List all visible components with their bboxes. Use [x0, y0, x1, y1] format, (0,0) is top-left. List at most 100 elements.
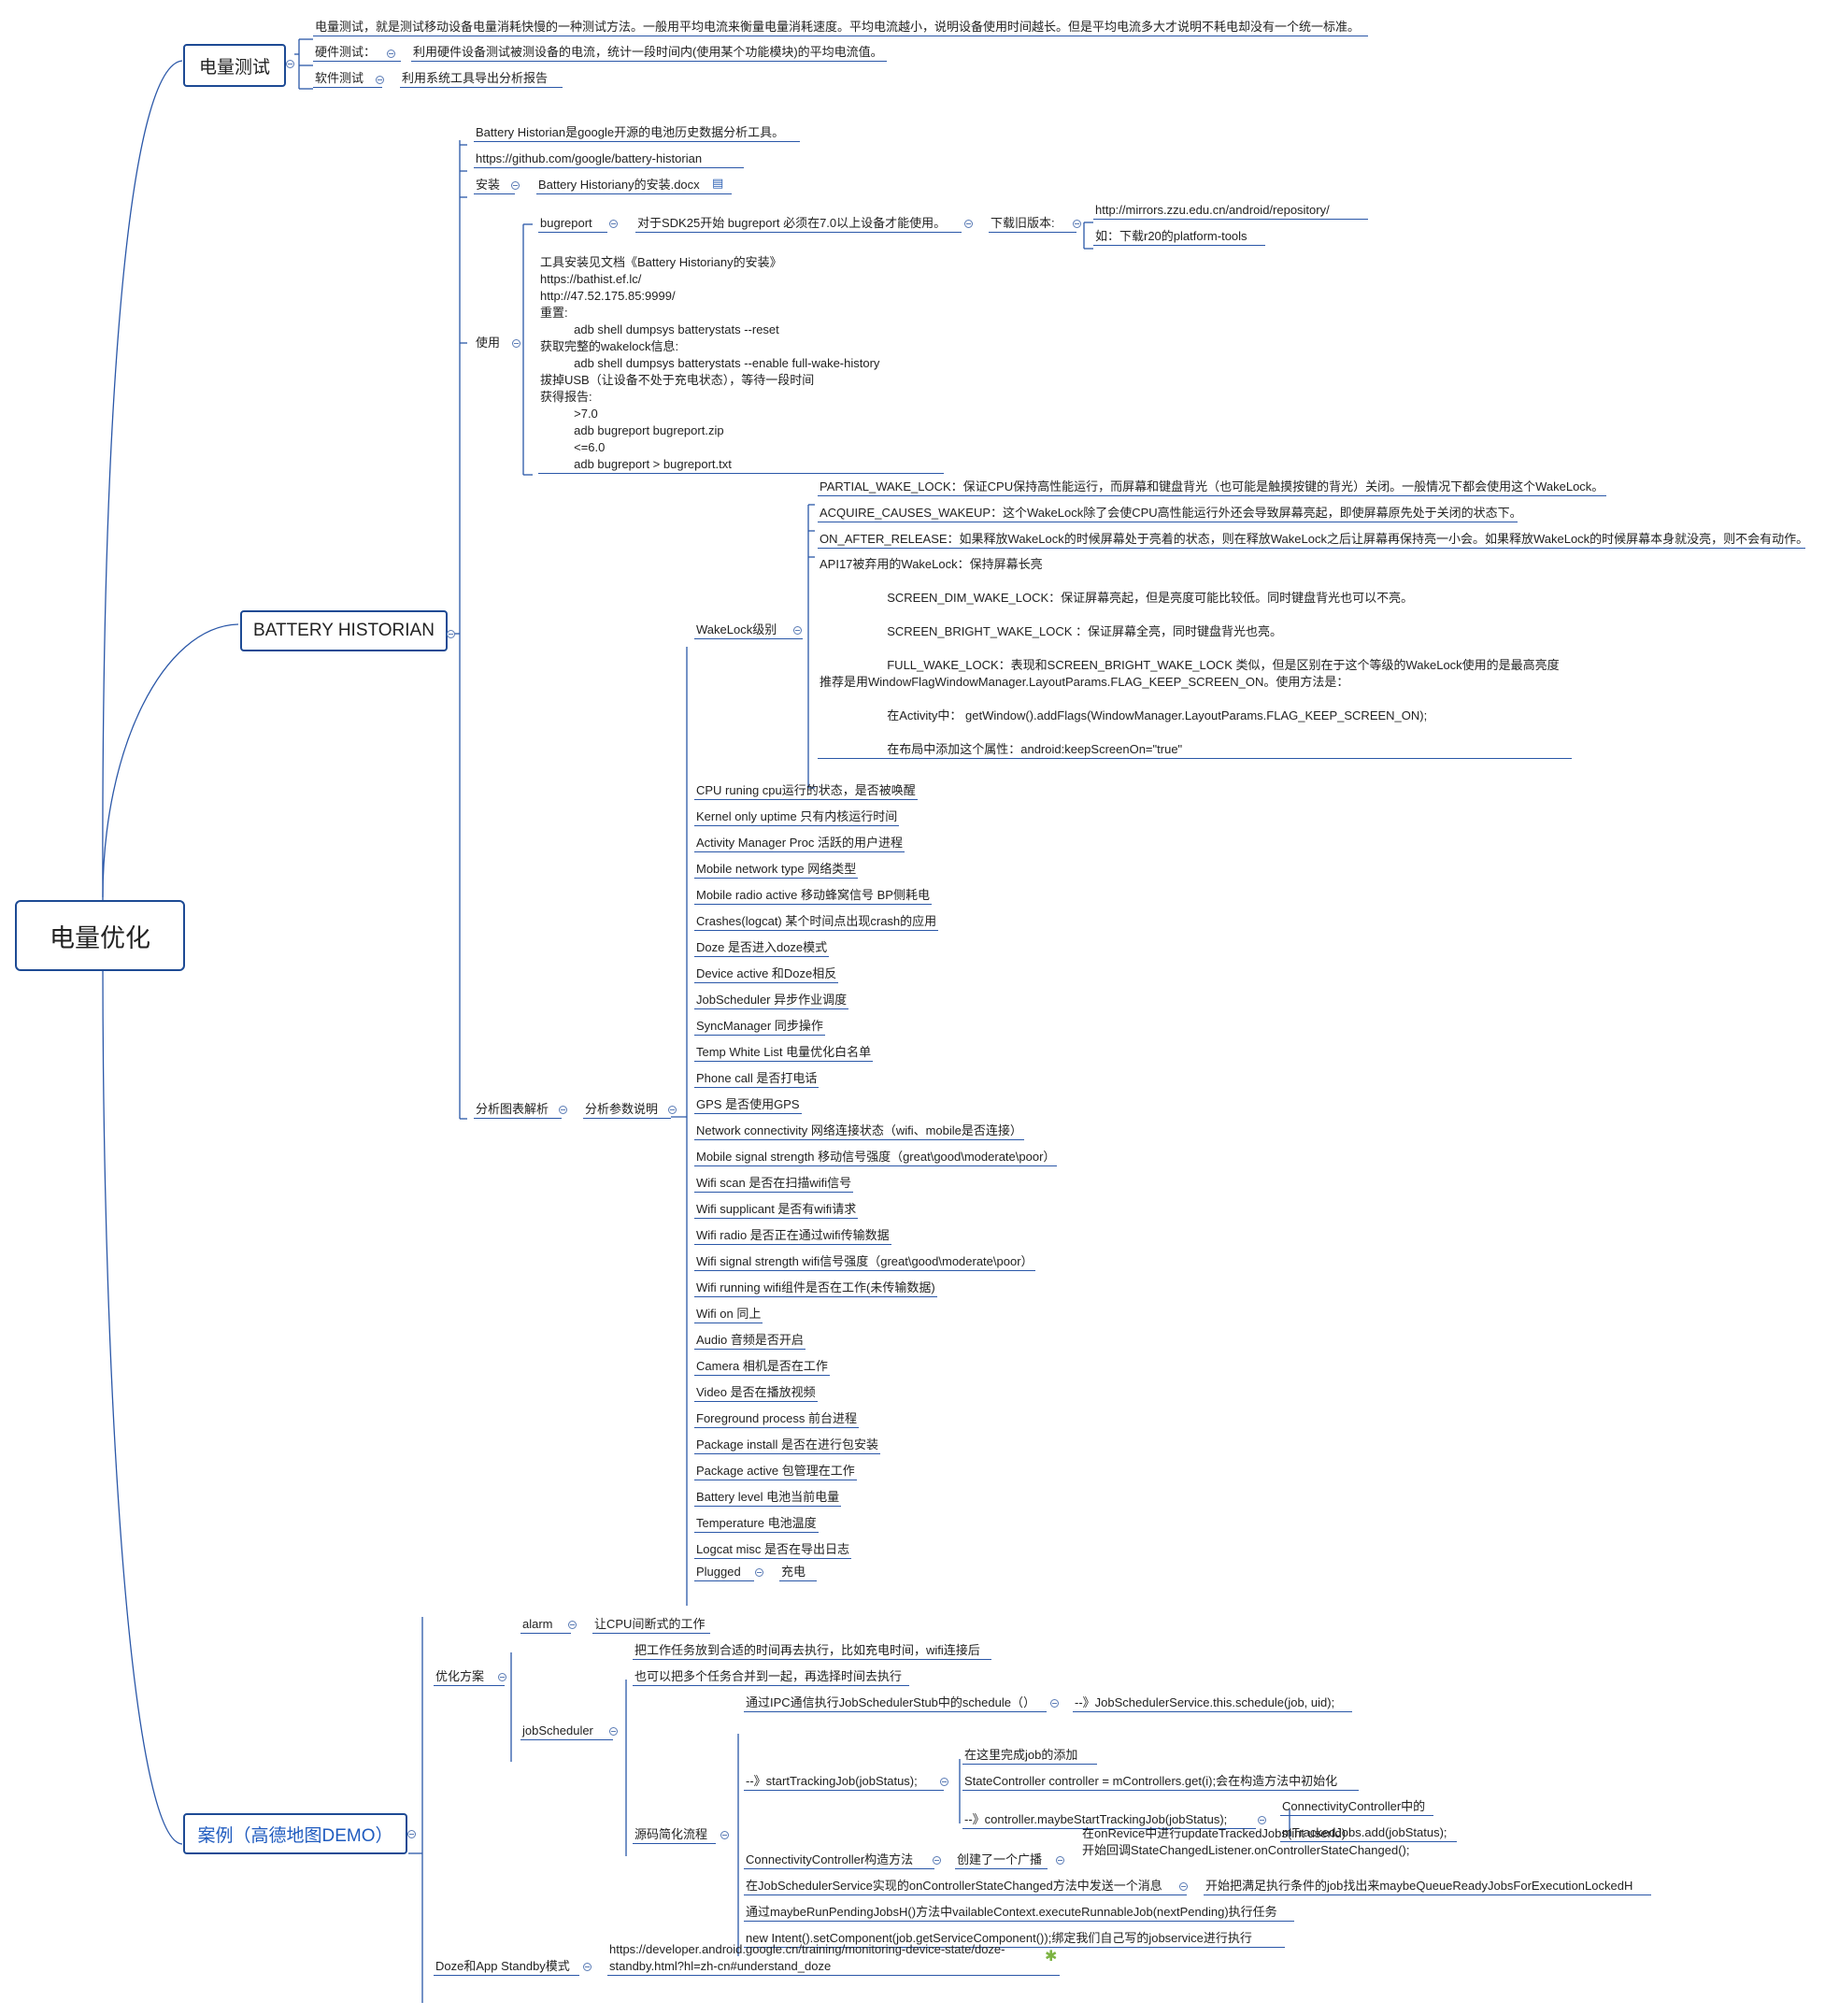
param-row: Wifi running wifi组件是否在工作(未传输数据)	[694, 1280, 937, 1297]
sw-test-desc: 利用系统工具导出分析报告	[400, 70, 563, 88]
alarm-desc: 让CPU间断式的工作	[592, 1616, 710, 1634]
param-row: GPS 是否使用GPS	[694, 1096, 802, 1114]
collapse-icon[interactable]	[1056, 1856, 1064, 1865]
param-row: Temperature 电池温度	[694, 1515, 819, 1533]
flow-state-changed: 在JobSchedulerService实现的onControllerState…	[744, 1878, 1187, 1895]
param-row: Wifi signal strength wifi信号强度（great\good…	[694, 1253, 1035, 1271]
sw-test-label: 软件测试	[313, 70, 382, 88]
collapse-icon[interactable]	[793, 626, 802, 635]
param-row: Temp White List 电量优化白名单	[694, 1044, 874, 1062]
plugged-desc: 充电	[779, 1564, 817, 1581]
flow-run-pending: 通过maybeRunPendingJobsH()方法中vailableConte…	[744, 1904, 1294, 1922]
collapse-icon[interactable]	[407, 1830, 416, 1838]
collapse-icon[interactable]	[559, 1106, 567, 1114]
param-row: Logcat misc 是否在导出日志	[694, 1541, 851, 1559]
android-icon[interactable]: ✱	[1045, 1949, 1058, 1965]
bugreport-label: bugreport	[538, 215, 607, 233]
bh-install-label: 安装	[474, 177, 515, 194]
collapse-icon[interactable]	[668, 1106, 677, 1114]
flow-set-component: new Intent().setComponent(job.getService…	[744, 1930, 1285, 1948]
param-row: Wifi supplicant 是否有wifi请求	[694, 1201, 859, 1219]
bh-github-link[interactable]: https://github.com/google/battery-histor…	[474, 150, 744, 168]
collapse-icon[interactable]	[512, 339, 520, 348]
param-row: Crashes(logcat) 某个时间点出现crash的应用	[694, 913, 939, 931]
collapse-icon[interactable]	[940, 1778, 948, 1786]
bh-intro: Battery Historian是google开源的电池历史数据分析工具。	[474, 124, 800, 142]
param-row: Package active 包管理在工作	[694, 1463, 857, 1480]
param-row: Mobile radio active 移动蜂窝信号 BP侧耗电	[694, 887, 932, 905]
flow-queue-ready: 开始把满足执行条件的job找出来maybeQueueReadyJobsForEx…	[1204, 1878, 1651, 1895]
flow-ipc: 通过IPC通信执行JobSchedulerStub中的schedule（）	[744, 1694, 1047, 1712]
flow-connectivity-ctor: ConnectivityController构造方法	[744, 1852, 934, 1869]
plugged-label: Plugged	[694, 1564, 754, 1581]
flow-add-job: 在这里完成job的添加	[962, 1747, 1097, 1765]
mirror-example: 如：下载r20的platform-tools	[1093, 228, 1265, 246]
collapse-icon[interactable]	[387, 50, 395, 58]
collapse-icon[interactable]	[609, 220, 618, 228]
flow-create-broadcast: 创建了一个广播	[955, 1852, 1048, 1869]
root-node[interactable]: 电量优化	[15, 900, 185, 971]
collapse-icon[interactable]	[511, 181, 520, 190]
param-row: Device active 和Doze相反	[694, 965, 839, 983]
wakelock-partial: PARTIAL_WAKE_LOCK：保证CPU保持高性能运行，而屏幕和键盘背光（…	[818, 479, 1606, 496]
collapse-icon[interactable]	[1073, 220, 1081, 228]
usage-text: 工具安装见文档《Battery Historiany的安装》 https://b…	[538, 254, 944, 474]
param-row: Doze 是否进入doze模式	[694, 939, 830, 957]
case-node[interactable]: 案例（高德地图DEMO）	[183, 1813, 407, 1854]
param-row: Kernel only uptime 只有内核运行时间	[694, 808, 900, 826]
flow-maybe-start: --》controller.maybeStartTrackingJob(jobS…	[962, 1811, 1256, 1829]
flow-tracked-jobs: mTrackedJobs.add(jobStatus);	[1280, 1824, 1457, 1842]
js-desc-2: 也可以把多个任务合并到一起，再选择时间去执行	[633, 1668, 909, 1686]
collapse-icon[interactable]	[376, 76, 384, 84]
collapse-icon[interactable]	[286, 60, 294, 68]
flow-onreceive: 在onRevice中进行updateTrackedJobs(int userId…	[1082, 1826, 1410, 1857]
param-row: Mobile signal strength 移动信号强度（great\good…	[694, 1149, 1058, 1166]
collapse-icon[interactable]	[933, 1856, 941, 1865]
opt-label: 优化方案	[434, 1668, 505, 1686]
bh-install-doc[interactable]: Battery Historiany的安装.docx	[536, 177, 732, 194]
bugreport-desc: 对于SDK25开始 bugreport 必须在7.0以上设备才能使用。	[635, 215, 962, 233]
chart-analysis-label: 分析图表解析	[474, 1101, 562, 1119]
param-row: Wifi radio 是否正在通过wifi传输数据	[694, 1227, 891, 1245]
flow-state-controller: StateController controller = mController…	[962, 1773, 1359, 1791]
flow-ipc-next: --》JobSchedulerService.this.schedule(job…	[1073, 1694, 1352, 1712]
param-row: Video 是否在播放视频	[694, 1384, 818, 1402]
flow-start-tracking: --》startTrackingJob(jobStatus);	[744, 1773, 944, 1791]
collapse-icon[interactable]	[583, 1963, 592, 1971]
collapse-icon[interactable]	[568, 1621, 577, 1629]
param-row: Foreground process 前台进程	[694, 1410, 859, 1428]
mirror-url[interactable]: http://mirrors.zzu.edu.cn/android/reposi…	[1093, 202, 1368, 220]
param-row: Phone call 是否打电话	[694, 1070, 820, 1088]
hw-test-label: 硬件测试：	[313, 44, 401, 62]
flow-connectivity-in: ConnectivityController中的	[1280, 1798, 1433, 1816]
collapse-icon[interactable]	[498, 1673, 506, 1681]
wakelock-deprecated: API17被弃用的WakeLock：保持屏幕长亮 SCREEN_DIM_WAKE…	[818, 556, 1572, 759]
doze-url[interactable]: https://developer.android.google.cn/trai…	[607, 1941, 1060, 1976]
word-doc-icon[interactable]: ▤	[712, 176, 724, 190]
param-row: Wifi scan 是否在扫描wifi信号	[694, 1175, 854, 1193]
collapse-icon[interactable]	[1258, 1816, 1266, 1824]
param-row: SyncManager 同步操作	[694, 1018, 825, 1036]
collapse-icon[interactable]	[755, 1568, 763, 1577]
bh-use-label: 使用	[476, 336, 501, 350]
param-row: Activity Manager Proc 活跃的用户进程	[694, 835, 905, 852]
collapse-icon[interactable]	[447, 630, 455, 638]
param-row: JobScheduler 异步作业调度	[694, 992, 849, 1009]
jobscheduler-label: jobScheduler	[520, 1723, 613, 1740]
collapse-icon[interactable]	[1179, 1882, 1188, 1891]
doze-label: Doze和App Standby模式	[434, 1958, 579, 1976]
battery-historian-node[interactable]: BATTERY HISTORIAN	[240, 610, 448, 651]
collapse-icon[interactable]	[1050, 1699, 1059, 1708]
js-desc-1: 把工作任务放到合适的时间再去执行，比如充电时间，wifi连接后	[633, 1642, 991, 1660]
collapse-icon[interactable]	[720, 1831, 729, 1839]
battery-test-node[interactable]: 电量测试	[183, 44, 286, 87]
param-row: Network connectivity 网络连接状态（wifi、mobile是…	[694, 1122, 1024, 1140]
collapse-icon[interactable]	[964, 220, 973, 228]
param-row: Camera 相机是否在工作	[694, 1358, 830, 1376]
wakelock-label: WakeLock级别	[694, 622, 803, 639]
param-row: Wifi on 同上	[694, 1306, 763, 1323]
battery-test-desc: 电量测试，就是测试移动设备电量消耗快慢的一种测试方法。一般用平均电流来衡量电量消…	[313, 19, 1368, 36]
collapse-icon[interactable]	[609, 1727, 618, 1736]
param-row: Audio 音频是否开启	[694, 1332, 805, 1350]
